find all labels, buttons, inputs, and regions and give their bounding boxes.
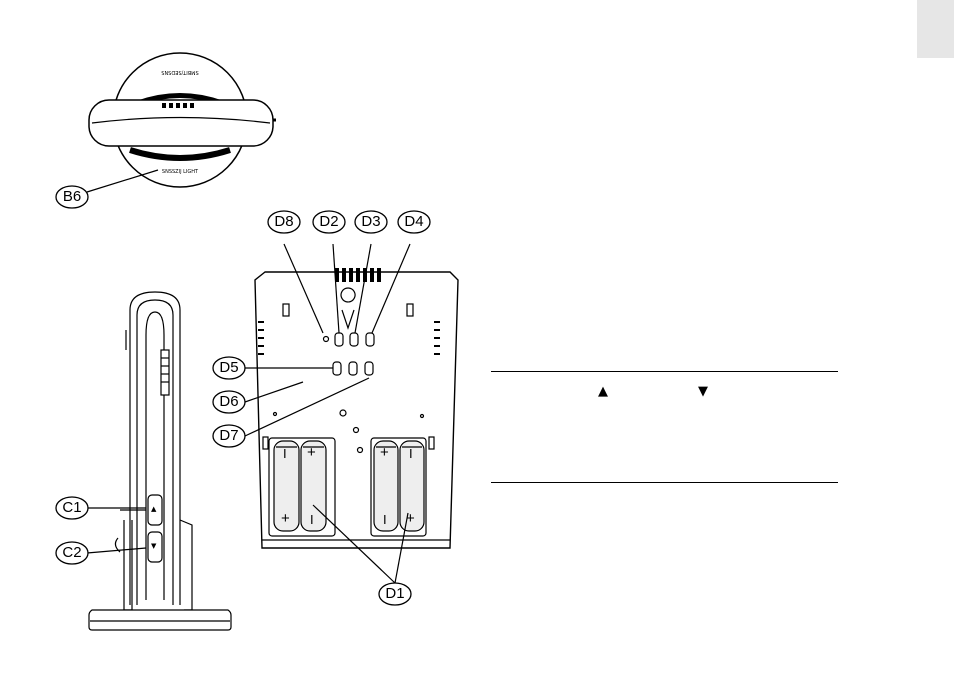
side-view-unit — [86, 291, 232, 631]
callout-b6: B6 — [62, 188, 82, 205]
battery-3-bottom-mark: I — [383, 512, 387, 527]
down-arrow-icon: ▼ — [698, 384, 708, 399]
battery-1-top-mark: I — [283, 446, 287, 461]
callout-circles — [55, 185, 431, 606]
section-tab — [917, 0, 954, 58]
callout-d7: D7 — [219, 427, 239, 444]
battery-4-top-mark: I — [409, 446, 413, 461]
callout-d5: D5 — [219, 359, 239, 376]
battery-3-top-mark: + — [380, 444, 389, 461]
battery-1-bottom-mark: + — [281, 510, 290, 527]
base-text-top: SMBIT/SEDSNS — [161, 69, 199, 75]
callout-d6: D6 — [219, 393, 239, 410]
table-rule-top — [491, 371, 838, 372]
back-view-unit — [244, 243, 459, 584]
top-view-unit — [86, 52, 276, 193]
up-arrow-icon: ▲ — [598, 384, 608, 399]
callout-c2: C2 — [62, 544, 82, 561]
base-text-bottom: SNSSZIJ LIGHT — [161, 169, 199, 175]
side-down-symbol: ▼ — [151, 542, 157, 550]
callout-c1: C1 — [62, 499, 82, 516]
battery-4-bottom-mark: + — [406, 510, 415, 527]
table-rule-bottom — [491, 482, 838, 483]
battery-2-bottom-mark: I — [310, 512, 314, 527]
callout-d3: D3 — [361, 213, 381, 230]
callout-d8: D8 — [274, 213, 294, 230]
battery-2-top-mark: + — [307, 444, 316, 461]
callout-d1: D1 — [385, 585, 405, 602]
side-up-symbol: ▲ — [151, 505, 157, 513]
callout-d4: D4 — [404, 213, 424, 230]
callout-d2: D2 — [319, 213, 339, 230]
